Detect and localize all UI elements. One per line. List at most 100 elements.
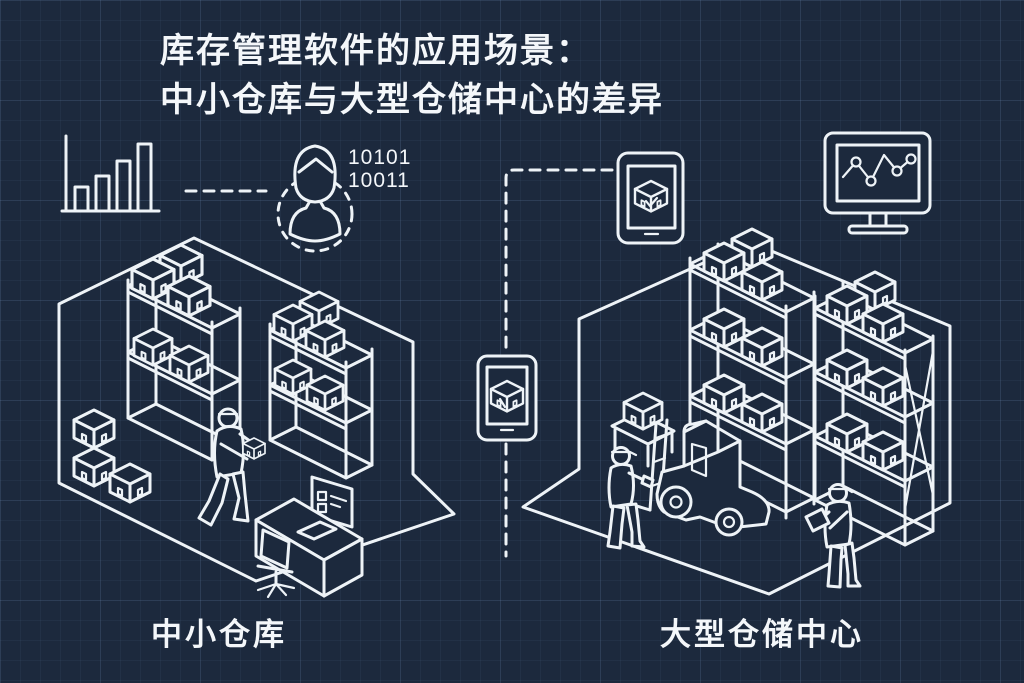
worker-with-clipboard xyxy=(804,483,862,589)
chart-bar xyxy=(115,159,132,213)
avatar-shoulders xyxy=(288,199,342,243)
rack-posts xyxy=(813,280,935,547)
large-warehouse-scene xyxy=(521,227,952,596)
worker-leg xyxy=(843,541,862,588)
screen-widget xyxy=(316,490,328,502)
screen-lines xyxy=(329,494,348,509)
rack-posts xyxy=(688,242,816,520)
rack-posts xyxy=(268,309,374,480)
box-cube xyxy=(861,302,905,344)
box-cube xyxy=(304,319,346,359)
tablet-screen xyxy=(485,365,529,426)
shelf-rack-b xyxy=(268,290,374,480)
chair-seat-pole xyxy=(256,564,294,586)
keyboard xyxy=(296,520,338,541)
forklift-wheel xyxy=(659,485,693,519)
page-title: 库存管理软件的应用场景： 中小仓库与大型仓储中心的差异 xyxy=(160,27,664,125)
office-chair xyxy=(256,528,296,599)
monitor-screen xyxy=(835,143,921,203)
desk-with-computer xyxy=(254,475,364,598)
box-cube xyxy=(740,392,784,434)
worker-leg xyxy=(197,472,230,527)
rack-shelf xyxy=(268,425,374,480)
title-line-1: 库存管理软件的应用场景： xyxy=(160,32,592,70)
worker-head xyxy=(611,446,631,466)
dashed-data-line xyxy=(504,168,614,558)
box-cube xyxy=(72,446,116,488)
box-cube xyxy=(702,307,746,349)
box-cube xyxy=(825,348,869,390)
avatar-hair xyxy=(297,157,334,174)
tablet-with-box-check-icon xyxy=(616,151,685,245)
monitor-base xyxy=(847,224,909,235)
bar-chart-icon xyxy=(60,134,161,213)
box-cube xyxy=(633,179,669,213)
binary-data-text: 10101 10011 xyxy=(348,146,411,192)
box-cube xyxy=(166,274,212,318)
wheel-hub xyxy=(722,515,736,529)
chart-node xyxy=(865,175,877,187)
chart-bar xyxy=(73,185,90,213)
dashed-circle xyxy=(276,175,354,253)
forklift-cab-frame xyxy=(682,419,742,468)
tablet-with-box-icon xyxy=(476,354,538,442)
avatar-head xyxy=(293,144,337,204)
worker-head xyxy=(828,483,848,503)
small-warehouse-scene xyxy=(57,236,456,599)
worker-leg xyxy=(231,470,250,523)
worker-standing xyxy=(606,446,655,550)
screen-widget xyxy=(316,502,328,514)
chair-base xyxy=(256,582,296,599)
box-cube xyxy=(740,260,784,302)
chair-backrest xyxy=(259,528,291,570)
chart-node xyxy=(891,165,903,177)
worker-leg xyxy=(606,504,626,550)
box-cube xyxy=(702,373,746,415)
handheld-scanner xyxy=(640,474,655,489)
box-cube xyxy=(273,358,313,396)
box-mark xyxy=(498,397,507,409)
user-avatar-icon xyxy=(276,144,354,253)
desk-side-panel xyxy=(322,537,364,598)
chart-bar xyxy=(136,142,153,213)
label-large-warehouse-center: 大型仓储中心 xyxy=(660,617,864,652)
worker-cap xyxy=(610,450,638,457)
check-mark xyxy=(644,196,659,208)
box-cube xyxy=(108,462,152,504)
worker-leg xyxy=(625,502,646,549)
box-cube xyxy=(305,374,345,412)
box-cube xyxy=(489,379,525,413)
wheel-hub xyxy=(669,495,683,509)
worker-torso xyxy=(607,462,635,509)
title-line-2: 中小仓库与大型仓储中心的差异 xyxy=(160,81,664,119)
carried-box xyxy=(242,437,266,460)
monitor-line-chart-icon xyxy=(823,131,932,235)
forklift xyxy=(628,418,771,537)
binary-line-1: 10101 xyxy=(348,146,412,169)
box-cube xyxy=(168,344,210,384)
box-cube xyxy=(72,408,116,450)
box-cube xyxy=(132,327,174,367)
box-cube xyxy=(861,366,905,408)
forklift-wheel xyxy=(714,507,744,537)
chart-bar xyxy=(94,174,111,213)
box-cube xyxy=(740,326,784,368)
right-room-outline xyxy=(521,240,952,596)
forklift-seat xyxy=(690,442,708,478)
worker-leg xyxy=(826,544,844,589)
worker-cap xyxy=(827,487,854,494)
box-cube xyxy=(825,284,869,326)
binary-line-2: 10011 xyxy=(348,169,410,192)
box-cube xyxy=(702,241,746,283)
chart-node xyxy=(905,153,917,165)
rack-posts xyxy=(126,264,242,462)
clipboard xyxy=(804,507,831,533)
platform-legs xyxy=(613,428,674,468)
worker-head xyxy=(217,407,239,429)
box-cube xyxy=(825,412,869,454)
chart-node xyxy=(850,156,862,168)
worker-carrying-box xyxy=(197,407,266,527)
tablet-screen xyxy=(626,164,677,230)
